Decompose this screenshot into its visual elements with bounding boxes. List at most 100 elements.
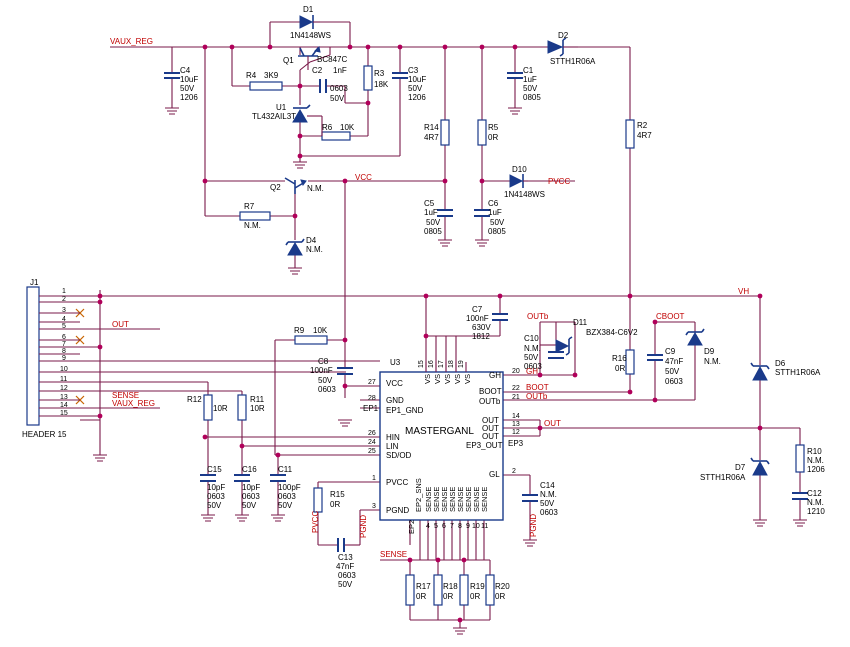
c1-voltage: 50V: [523, 84, 538, 93]
d10-ref: D10: [512, 165, 527, 174]
pin-5: 5: [434, 523, 438, 530]
net-vcc: VCC: [355, 173, 372, 182]
pin-24: 24: [368, 439, 376, 446]
pin-22: 22: [512, 385, 520, 392]
c13-package: 0603: [338, 571, 356, 580]
c10-voltage: 50V: [524, 353, 539, 362]
u3-pin-sense-8: SENSE: [480, 487, 489, 512]
u3-pin-ep3-out: EP3_OUT: [466, 441, 503, 450]
c11-value: 100pF: [278, 483, 301, 492]
c1-package: 0805: [523, 93, 541, 102]
c12-value: N.M.: [807, 498, 824, 507]
pin-6: 6: [442, 523, 446, 530]
u3-pin-sense-2: SENSE: [432, 487, 441, 512]
resistor-r7: [239, 211, 271, 221]
no-connect-marks: [75, 308, 85, 405]
header-pin-6: 6: [62, 334, 66, 341]
c2-value: 1nF: [333, 66, 347, 75]
r3-value: 18K: [374, 80, 389, 89]
pin-17: 17: [438, 360, 445, 368]
r6-value: 10K: [340, 123, 355, 132]
u3-pin-outb: OUTb: [479, 397, 501, 406]
pin-27: 27: [368, 379, 376, 386]
capacitor-c4: [164, 72, 180, 79]
pin-13: 13: [512, 421, 520, 428]
c16-package: 0603: [242, 492, 260, 501]
diode-d7-icon: [750, 457, 770, 476]
resistor-r11: [237, 394, 247, 421]
c2-ref: C2: [312, 66, 323, 75]
r2-ref: R2: [637, 121, 648, 130]
net-outb: OUTb: [526, 392, 548, 401]
resistor-r3: [363, 65, 373, 91]
d1-ref: D1: [303, 5, 314, 14]
q1-value: BC847C: [317, 55, 347, 64]
ground-icon: [93, 454, 107, 462]
bottom-wires: [80, 290, 801, 628]
u3-pin-ep1: EP1: [363, 404, 379, 413]
d6-value: STTH1R06A: [775, 368, 821, 377]
transistors: [284, 45, 321, 194]
c14-value: N.M.: [540, 490, 557, 499]
u3-pin-gl: GL: [489, 470, 500, 479]
u3-pin-vs-3: VS: [443, 374, 452, 384]
u3-pin-sense-5: SENSE: [456, 487, 465, 512]
r19-value: 0R: [470, 592, 480, 601]
header-pin-3: 3: [62, 307, 66, 314]
pin-9: 9: [466, 523, 470, 530]
c10-ref: C10: [524, 334, 539, 343]
diode-d2-icon: [547, 37, 578, 57]
header-pin-11: 11: [60, 376, 67, 383]
u3-pin-names: VCC GND EP1_GND EP1 HIN LIN SD/OD PVCC P…: [363, 371, 524, 534]
c8-ref: C8: [318, 357, 329, 366]
ground-icon: [338, 419, 352, 427]
header-pin-14: 14: [60, 402, 68, 409]
resistor-r6: [321, 131, 351, 141]
ground-icon: [235, 514, 249, 522]
r11-value: 10R: [250, 404, 265, 413]
net-pvcc: PVCC: [548, 177, 570, 186]
c2-package: 0603: [330, 84, 348, 93]
u3-pin-sense-6: SENSE: [464, 487, 473, 512]
capacitor-c13: [337, 538, 345, 552]
pin-25: 25: [368, 448, 376, 455]
u3-pin-out-3: OUT: [482, 432, 499, 441]
header-pin-numbers: 1 2 3 4 5 6 7 8 9 10 11 12 13 14 15: [60, 288, 68, 417]
d4-ref: D4: [306, 236, 317, 245]
u3-pin-sense-7: SENSE: [472, 487, 481, 512]
c3-package: 1206: [408, 93, 426, 102]
pin-4: 4: [426, 523, 430, 530]
d2-value: STTH1R06A: [550, 57, 596, 66]
diode-d6-icon: [750, 362, 770, 381]
pin-16: 16: [428, 360, 435, 368]
resistor-r14: [440, 119, 450, 146]
u3-pin-vs-5: VS: [463, 374, 472, 384]
d7-ref: D7: [735, 463, 746, 472]
u3-pin-vs-2: VS: [433, 374, 442, 384]
header-pin-12: 12: [60, 385, 68, 392]
resistor-r12: [203, 394, 213, 421]
u3-pin-vs-1: VS: [423, 374, 432, 384]
pin-20: 20: [512, 368, 520, 375]
pin-1: 1: [372, 475, 376, 482]
capacitor-c9: [647, 354, 663, 361]
c16-ref: C16: [242, 465, 257, 474]
net-out-right: OUT: [544, 419, 561, 428]
r18-value: 0R: [443, 592, 453, 601]
ground-icon: [288, 267, 302, 275]
header-pin-9: 9: [62, 355, 66, 362]
c14-voltage: 50V: [540, 499, 555, 508]
r10-ref: R10: [807, 447, 822, 456]
c13-voltage: 50V: [338, 580, 353, 589]
capacitor-c1: [507, 72, 523, 79]
resistor-r2: [625, 119, 635, 149]
capacitor-c8: [337, 367, 353, 375]
c15-voltage: 50V: [207, 501, 222, 510]
r7-ref: R7: [244, 202, 255, 211]
c7-value: 100nF: [466, 314, 489, 323]
u3-pin-ep2-sns: EP2_SNS: [414, 478, 423, 512]
capacitor-c10: [548, 351, 564, 359]
c13-ref: C13: [338, 553, 353, 562]
